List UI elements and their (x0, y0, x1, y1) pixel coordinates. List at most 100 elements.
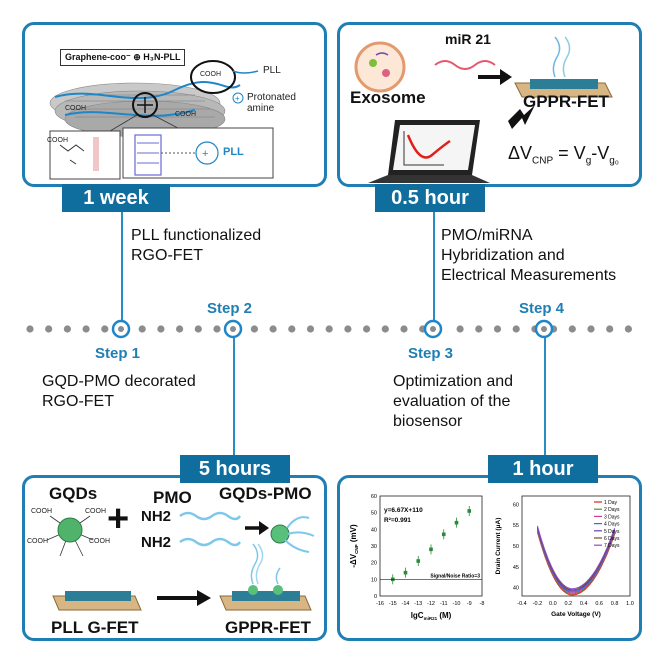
plot2-xtick: -0.4 (517, 601, 526, 607)
gppr-fet-label-bottom: GPPR-FET (225, 618, 311, 637)
plot1-xtick: -14 (402, 601, 410, 607)
plot2-legend-label: 5 Days (604, 529, 620, 535)
plot2-legend-label: 3 Days (604, 514, 620, 520)
text-optimization: Optimization and evaluation of the biose… (393, 372, 513, 432)
timeline-ring-dot-3 (430, 326, 436, 332)
plot1-xtick: -11 (440, 601, 448, 607)
plot1-r2: R²=0.991 (384, 517, 411, 524)
connector-step1 (121, 212, 123, 322)
plot2-ytick: 55 (513, 523, 519, 529)
plot1-ytick: 0 (374, 594, 377, 600)
plot1-xtick: -15 (389, 601, 397, 607)
plot2-xtick: 0.8 (611, 601, 619, 607)
timeline-ring-dot-2 (230, 326, 236, 332)
text-hybridization: PMO/miRNA Hybridization and Electrical M… (441, 226, 616, 286)
plot1-point (416, 559, 421, 563)
timeline-dot (138, 325, 146, 333)
gqds-pmo-label: GQDs-PMO (219, 484, 312, 503)
exosome-label: Exosome (350, 88, 426, 107)
connector-step2 (233, 338, 235, 456)
text-tl-line1: PLL functionalized (131, 227, 262, 244)
plot1-ytick: 30 (371, 544, 377, 550)
gqds-label: GQDs (49, 484, 98, 503)
text-tr-line1: PMO/miRNA (441, 227, 533, 244)
legend-protonated-amine: Protonated amine (247, 92, 296, 114)
plot1-equation: y=6.67X+110 (384, 507, 423, 514)
plot2-xlabel: Gate Voltage (V) (551, 611, 601, 618)
cooh-label-1: COOH (200, 71, 221, 78)
plot2-xtick: 1.0 (626, 601, 634, 607)
plot2-ytick: 40 (513, 586, 519, 592)
plot2-xtick: 0.6 (595, 601, 603, 607)
plot2-xtick: -0.2 (533, 601, 542, 607)
pll-tag: PLL (223, 146, 244, 158)
text-bl-line2: RGO-FET (42, 393, 114, 410)
cooh-label-3: COOH (47, 137, 68, 144)
timeline-dot (624, 325, 633, 333)
plot2-ytick: 50 (513, 544, 519, 550)
plot1-point (429, 547, 433, 552)
gqd-cooh-4: COOH (89, 538, 110, 545)
plus-sign: + (107, 498, 130, 540)
eq-minus-v: -V (591, 143, 610, 163)
plot2-legend-label: 7 Days (604, 543, 620, 549)
timeline-dot (325, 325, 333, 333)
timeline-dot (475, 325, 483, 333)
timeline-dot (176, 325, 184, 333)
plot2-xtick: 0.2 (564, 601, 572, 607)
plot1-ytick: 60 (371, 494, 377, 500)
text-tr-line2: Hybridization and (441, 247, 565, 264)
step-3-label: Step 3 (408, 345, 454, 362)
timeline-dot (363, 325, 371, 333)
text-tl-line2: RGO-FET (131, 247, 203, 264)
plot2-ylabel: Drain Current (μA) (495, 518, 502, 575)
plot2-frame (521, 495, 631, 597)
connector-step3 (433, 212, 435, 322)
timeline-dot (606, 325, 614, 333)
timeline-ring-dot-4 (541, 326, 547, 332)
step-1-label: Step 1 (95, 345, 141, 362)
eq-equals-vg: = V (553, 143, 586, 163)
calibration-plot: -16-15-14-13-12-11-10-9-80102030405060y=… (349, 494, 484, 621)
gqd-cooh-3: COOH (27, 538, 48, 545)
plot1-xlabel: lgCmiR21 (M) (411, 611, 452, 621)
graphene-label: Graphene-coo⁻ ⊕ H₃N-PLL (65, 52, 181, 62)
timeline-dot (101, 325, 109, 333)
plot2-ytick: 60 (513, 502, 519, 508)
eq-sub-cnp: CNP (532, 155, 554, 167)
plot1-point (441, 532, 446, 537)
timeline-dot (306, 325, 315, 333)
timeline-dot (250, 325, 258, 333)
plot1-point (454, 520, 459, 525)
nh2-label-a: NH2 (141, 508, 172, 525)
graphene-pll-illustration: + + (49, 60, 274, 180)
panel-pll-functionalization: + + Graphene-coo⁻ ⊕ H₃N-PLL COOH COOH CO… (22, 22, 327, 187)
tag-5-hours: 5 hours (180, 455, 290, 483)
plot1-ytick: 50 (371, 511, 377, 517)
plot1-ylabel: -ΔVCNP (mV) (349, 524, 359, 568)
panel-hybridization: miR 21 Exosome GPPR-FET ΔVCNP = Vg-Vg₀ (337, 22, 642, 187)
eq-delta-v: ΔV (508, 143, 533, 163)
text-br-line2: evaluation of the (393, 393, 511, 410)
plot2-series-line (536, 525, 616, 590)
timeline-dot (381, 325, 389, 333)
plot2-xtick: 0.4 (580, 601, 588, 607)
plot1-point (403, 570, 408, 575)
cooh-label-2: COOH (65, 105, 86, 112)
nh2-label-b: NH2 (141, 534, 172, 551)
plot1-xtick: -9 (467, 601, 472, 607)
plot2-legend-label: 4 Days (604, 522, 620, 528)
timeline-dot (45, 325, 53, 333)
timeline (26, 319, 633, 339)
plot1-xtick: -13 (414, 601, 422, 607)
text-br-line3: biosensor (393, 413, 463, 430)
timeline-dot (512, 325, 520, 333)
panel-gqd-decoration: GQDs + PMO NH2 NH2 GQDs-PMO PLL G-FET GP… (22, 475, 327, 641)
timeline-dot (568, 325, 576, 333)
graphene-label-box: Graphene-coo⁻ ⊕ H₃N-PLL (60, 49, 186, 66)
timeline-dot (63, 325, 71, 333)
plot1-ytick: 40 (371, 527, 377, 533)
text-gqd-pmo: GQD-PMO decorated RGO-FET (42, 372, 196, 412)
